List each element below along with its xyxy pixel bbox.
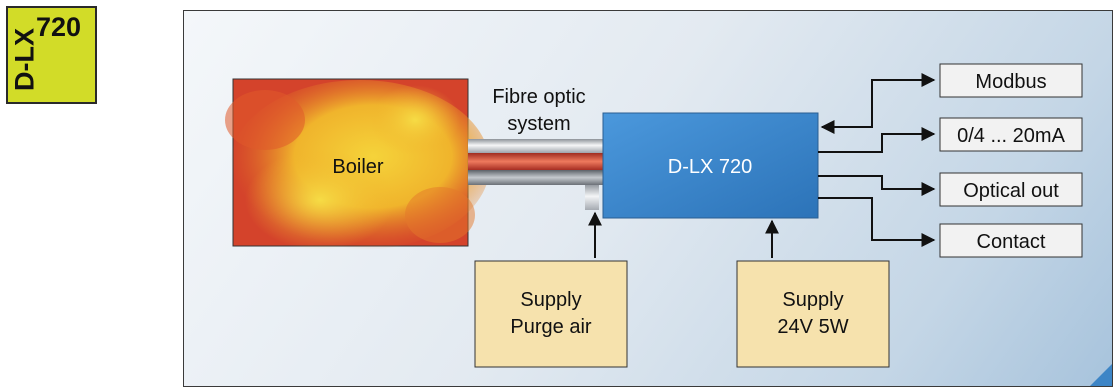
purge-air-supply-block: Supply Purge air bbox=[474, 260, 628, 368]
panel-corner-accent bbox=[1090, 364, 1112, 386]
power-supply-block: Supply 24V 5W bbox=[736, 260, 890, 368]
product-logo: D-LX 720 bbox=[6, 6, 97, 104]
contact-output-box: Contact bbox=[939, 223, 1083, 258]
power-supply-line1: Supply bbox=[782, 289, 843, 311]
optical-output-box: Optical out bbox=[939, 172, 1083, 207]
boiler-label: Boiler bbox=[332, 156, 383, 178]
purge-supply-line1: Supply bbox=[520, 289, 581, 311]
optical-label: Optical out bbox=[963, 180, 1059, 202]
contact-label: Contact bbox=[977, 231, 1046, 253]
fibre-label-line2: system bbox=[507, 113, 570, 135]
purge-supply-line2: Purge air bbox=[510, 316, 591, 338]
fibre-label-line1: Fibre optic bbox=[492, 86, 585, 108]
device-label: D-LX 720 bbox=[668, 156, 753, 178]
logo-number-text: 720 bbox=[36, 12, 82, 42]
fibre-optic-tubes bbox=[468, 139, 603, 210]
modbus-label: Modbus bbox=[975, 71, 1046, 93]
contact-connector bbox=[818, 197, 936, 247]
analog-label: 0/4 ... 20mA bbox=[957, 125, 1065, 147]
modbus-output-box: Modbus bbox=[939, 63, 1083, 98]
boiler-block: Boiler bbox=[225, 78, 490, 250]
analog-output-box: 0/4 ... 20mA bbox=[939, 117, 1083, 152]
device-block: D-LX 720 bbox=[602, 112, 819, 219]
power-supply-line2: 24V 5W bbox=[777, 316, 848, 338]
modbus-connector bbox=[820, 73, 936, 134]
optical-connector bbox=[818, 175, 936, 196]
analog-connector bbox=[818, 127, 936, 153]
